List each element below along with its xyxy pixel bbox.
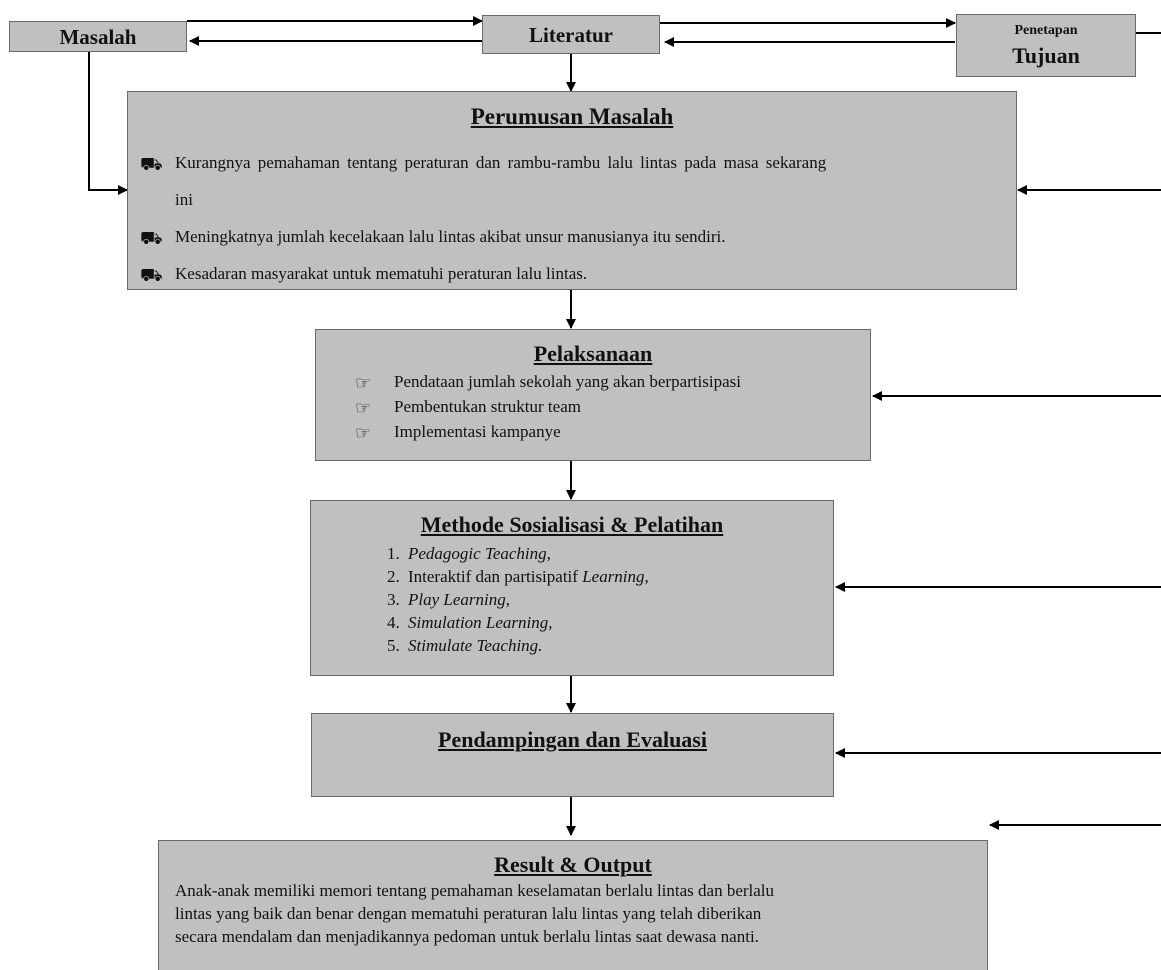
methode-num-5: 5. bbox=[387, 636, 400, 655]
hand-pointer-icon: ☞ bbox=[355, 398, 372, 418]
arrow-masalah-to-perumusan bbox=[88, 52, 128, 195]
perumusan-item-1-cont: ini bbox=[175, 190, 193, 209]
car-icon: ⛟ bbox=[140, 154, 163, 174]
methode-title: Methode Sosialisasi & Pelatihan bbox=[420, 512, 724, 537]
pelaksanaan-title: Pelaksanaan bbox=[533, 341, 653, 366]
pelaksanaan-box: Pelaksanaan ☞ Pendataan jumlah sekolah y… bbox=[315, 329, 871, 461]
methode-num-1: 1. bbox=[387, 544, 400, 563]
pelaksanaan-item-3: Implementasi kampanye bbox=[394, 422, 561, 441]
car-icon: ⛟ bbox=[140, 265, 163, 285]
methode-num-4: 4. bbox=[387, 613, 400, 632]
methode-box: Methode Sosialisasi & Pelatihan 1. Pedag… bbox=[310, 500, 834, 676]
hand-pointer-icon: ☞ bbox=[355, 373, 372, 393]
methode-item-5: Stimulate Teaching. bbox=[408, 636, 543, 655]
pelaksanaan-item-1: Pendataan jumlah sekolah yang akan berpa… bbox=[394, 372, 741, 391]
result-output-box: Result & Output Anak-anak memiliki memor… bbox=[158, 840, 988, 970]
methode-item-1: Pedagogic Teaching, bbox=[408, 544, 551, 563]
car-icon: ⛟ bbox=[140, 228, 163, 248]
pendampingan-box: Pendampingan dan Evaluasi bbox=[311, 713, 834, 797]
result-line-1: Anak-anak memiliki memori tentang pemaha… bbox=[175, 881, 775, 900]
penetapan-tujuan-box: Penetapan Tujuan bbox=[956, 14, 1136, 77]
perumusan-item-2: Meningkatnya jumlah kecelakaan lalu lint… bbox=[175, 227, 726, 246]
result-title: Result & Output bbox=[494, 852, 652, 877]
methode-item-2: Interaktif dan partisipatif Learning, bbox=[408, 567, 649, 586]
perumusan-item-3: Kesadaran masyarakat untuk mematuhi pera… bbox=[175, 264, 588, 283]
literatur-label: Literatur bbox=[529, 23, 613, 47]
methode-num-2: 2. bbox=[387, 567, 400, 586]
tujuan-label: Tujuan bbox=[1012, 43, 1080, 68]
result-line-2: lintas yang baik dan benar dengan mematu… bbox=[175, 904, 762, 923]
perumusan-title: Perumusan Masalah bbox=[470, 104, 674, 129]
methode-num-3: 3. bbox=[387, 590, 400, 609]
perumusan-item-1: Kurangnya pemahaman tentang peraturan da… bbox=[175, 153, 827, 172]
pendampingan-title: Pendampingan dan Evaluasi bbox=[438, 727, 707, 752]
methode-item-3: Play Learning, bbox=[408, 590, 510, 609]
result-line-3: secara mendalam dan menjadikannya pedoma… bbox=[175, 927, 759, 946]
penetapan-label: Penetapan bbox=[1014, 23, 1078, 38]
masalah-box: Masalah bbox=[9, 21, 187, 52]
hand-pointer-icon: ☞ bbox=[355, 423, 372, 443]
pelaksanaan-item-2: Pembentukan struktur team bbox=[394, 397, 581, 416]
perumusan-masalah-box: Perumusan Masalah ⛟ Kurangnya pemahaman … bbox=[127, 91, 1017, 290]
literatur-box: Literatur bbox=[482, 15, 660, 54]
methode-item-4: Simulation Learning, bbox=[408, 613, 553, 632]
masalah-label: Masalah bbox=[59, 25, 137, 49]
